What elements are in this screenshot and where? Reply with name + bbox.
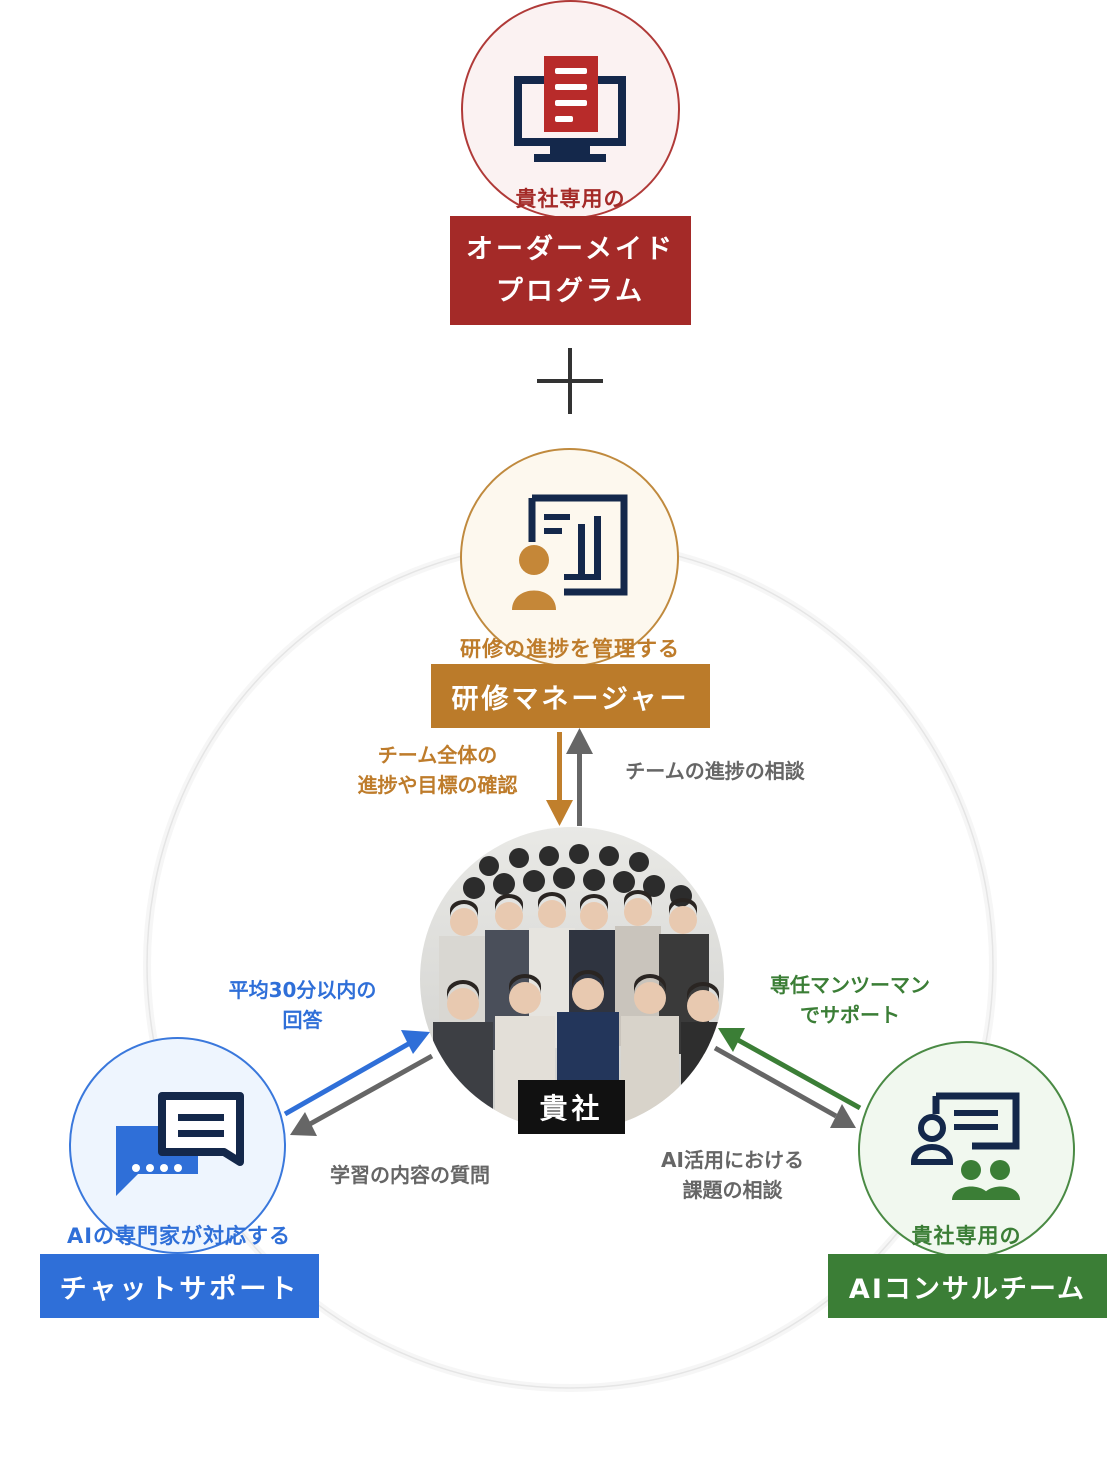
note-manager-down: チーム全体の 進捗や目標の確認 (357, 743, 518, 797)
arrow-consult-in (718, 1028, 862, 1111)
arrow-consult-out (713, 1045, 856, 1128)
center-label-box: 貴社 (518, 1080, 625, 1134)
manager-caption: 研修の進捗を管理する (460, 637, 680, 661)
center-label: 貴社 (539, 1092, 604, 1125)
note-manager-up: チームの進捗の相談 (625, 759, 805, 783)
consult-title: AIコンサルチーム (848, 1273, 1087, 1305)
chat-caption: AIの専門家が対応する (66, 1224, 292, 1248)
chat-bubbles-icon (116, 1092, 244, 1196)
arrow-chat-down (290, 1053, 434, 1136)
chat-title: チャットサポート (59, 1273, 300, 1305)
consult-caption: 貴社専用の (911, 1224, 1022, 1248)
person-chart-icon (512, 494, 628, 610)
monitor-document-icon (514, 56, 626, 162)
note-chat-down: 学習の内容の質問 (330, 1163, 490, 1187)
manager-node-circle (460, 448, 679, 667)
manager-title: 研修マネージャー (451, 683, 690, 715)
arrow-manager-down (546, 732, 573, 826)
arrow-chat-up (283, 1030, 430, 1117)
presentation-team-icon (910, 1092, 1020, 1200)
top-caption: 貴社専用の (515, 187, 626, 211)
plus-icon (537, 348, 603, 414)
note-chat-up: 平均30分以内の 回答 (228, 978, 377, 1032)
chat-title-box: チャットサポート (40, 1254, 319, 1318)
note-consult-out: AI活用における 課題の相談 (661, 1148, 804, 1202)
note-consult-in: 専任マンツーマン でサポート (770, 973, 930, 1027)
arrow-manager-up (566, 728, 593, 826)
manager-title-box: 研修マネージャー (431, 664, 710, 728)
top-title-box: オーダーメイド プログラム (450, 216, 691, 325)
consult-title-box: AIコンサルチーム (828, 1254, 1107, 1318)
top-title: オーダーメイド プログラム (466, 233, 675, 307)
